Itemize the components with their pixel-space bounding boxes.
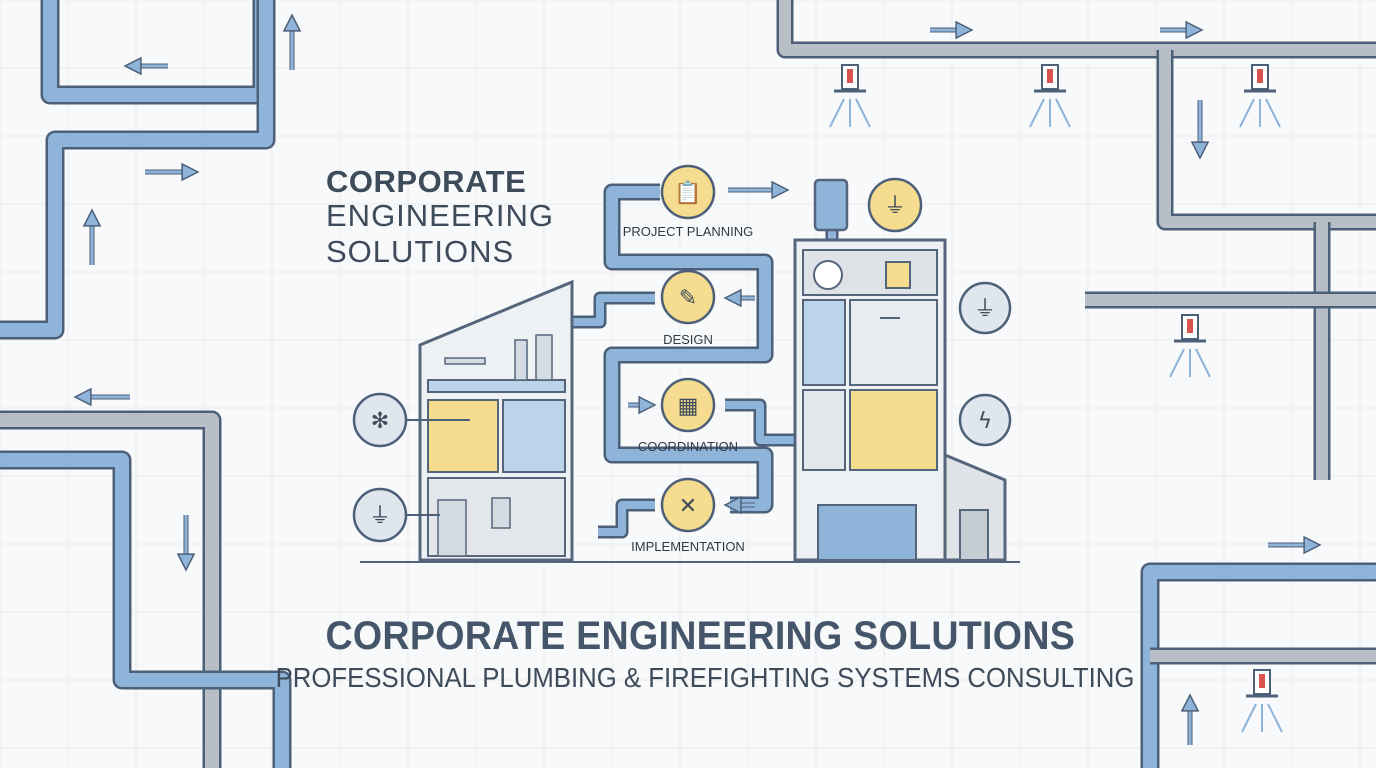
title-line-1: CORPORATE bbox=[326, 164, 527, 199]
footer-title: CORPORATE ENGINEERING SOLUTIONS bbox=[325, 614, 1076, 658]
arrow-head bbox=[1303, 535, 1322, 555]
arrow-head bbox=[123, 56, 142, 76]
pipe bbox=[43, 0, 269, 102]
water-spray bbox=[1169, 348, 1185, 378]
clipboard-icon: 📋 bbox=[674, 180, 701, 206]
water-spray bbox=[1267, 703, 1283, 733]
arrow-head bbox=[282, 13, 302, 32]
water-spray bbox=[1265, 98, 1281, 128]
sprinkler-bulb bbox=[1259, 674, 1265, 688]
grid-blocks-circle bbox=[660, 377, 716, 433]
pipe-outline bbox=[776, 0, 1376, 59]
plug-circle bbox=[958, 281, 1012, 335]
left-building bbox=[418, 279, 574, 562]
plug-icon: ⏚ bbox=[369, 504, 391, 529]
water-spray bbox=[829, 98, 845, 128]
plug-icon: ⏚ bbox=[974, 297, 996, 322]
arrow-head bbox=[1185, 20, 1204, 40]
pipe bbox=[1159, 50, 1376, 228]
sprinkler-bulb bbox=[1257, 69, 1263, 83]
sprinkler-bulb bbox=[847, 69, 853, 83]
water-spray bbox=[1239, 98, 1255, 128]
arrow-head bbox=[723, 495, 742, 515]
arrow-head bbox=[176, 553, 196, 572]
pipe-outline bbox=[598, 498, 655, 539]
water-spray bbox=[1055, 98, 1071, 128]
title-line-3: SOLUTIONS bbox=[326, 234, 515, 269]
pipe-outline bbox=[0, 0, 276, 340]
plug-icon: ⏚ bbox=[884, 194, 906, 219]
footer-subtitle: PROFESSIONAL PLUMBING & FIREFIGHTING SYS… bbox=[275, 662, 1135, 693]
pipe bbox=[779, 0, 1376, 56]
pipe bbox=[0, 0, 273, 337]
sprinkler-bulb bbox=[1187, 319, 1193, 333]
pipe bbox=[598, 501, 655, 536]
tools-circle bbox=[660, 477, 716, 533]
water-spray bbox=[1241, 703, 1257, 733]
pipe-outline bbox=[0, 410, 222, 768]
arrow-head bbox=[181, 162, 200, 182]
pipe bbox=[0, 413, 219, 768]
step-label-design: DESIGN bbox=[663, 332, 713, 347]
step-label-coordination: COORDINATION bbox=[637, 439, 739, 454]
arrow-head bbox=[723, 288, 742, 308]
sprinkler-bulb bbox=[1047, 69, 1053, 83]
step-label-implementation: IMPLEMENTATION bbox=[631, 539, 745, 554]
water-spray bbox=[855, 98, 871, 128]
arrow-head bbox=[82, 208, 102, 227]
water-spray bbox=[1195, 348, 1211, 378]
title-line-2: ENGINEERING bbox=[326, 198, 555, 233]
pencil-ruler-icon: ✎ bbox=[679, 286, 697, 311]
plug-circle bbox=[867, 177, 923, 233]
step-label-project-planning: PROJECT PLANNING bbox=[622, 224, 754, 239]
bolt-icon: ϟ bbox=[978, 409, 993, 434]
arrow-head bbox=[955, 20, 974, 40]
arrow-head bbox=[771, 180, 790, 200]
arrow-head bbox=[1190, 141, 1210, 160]
pipe bbox=[560, 294, 655, 326]
icon-circles: 📋 ✎ ▦ ✕ ✻ ⏚ ⏚ ⏚ ϟ bbox=[352, 164, 1012, 543]
arrow-head bbox=[73, 387, 92, 407]
pipe bbox=[606, 186, 771, 511]
grid-blocks-icon: ▦ bbox=[678, 394, 699, 419]
tools-icon: ✕ bbox=[679, 494, 697, 519]
arrow-head bbox=[638, 395, 657, 415]
clipboard-circle bbox=[660, 164, 716, 220]
water-spray bbox=[1029, 98, 1045, 128]
pencil-ruler-circle bbox=[660, 269, 716, 325]
snowflake-icon: ✻ bbox=[371, 409, 389, 434]
bolt-circle bbox=[958, 393, 1012, 447]
right-building bbox=[793, 178, 1007, 562]
arrow-head bbox=[1180, 693, 1200, 712]
pipe bbox=[0, 453, 289, 768]
flow-arrows bbox=[73, 13, 1322, 745]
pipe bbox=[1143, 565, 1376, 768]
pipe-outline bbox=[40, 0, 272, 105]
